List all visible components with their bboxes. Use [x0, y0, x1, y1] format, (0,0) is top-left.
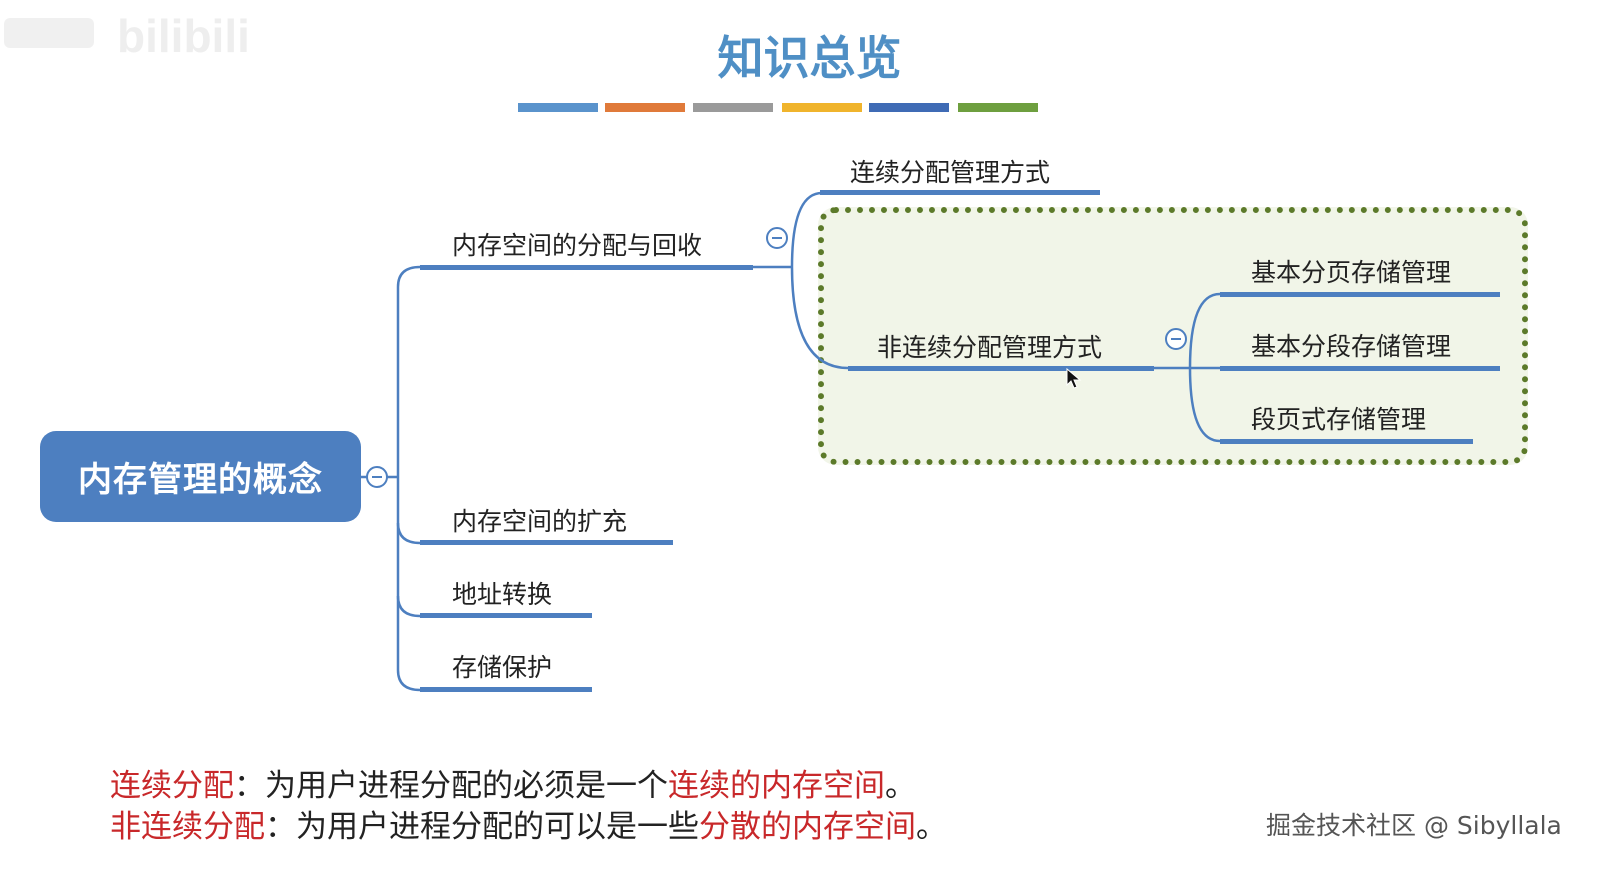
color-bar-5 [869, 103, 949, 112]
page-title: 知识总览 [717, 31, 902, 85]
color-bar-1 [518, 103, 598, 112]
branch-protect-label[interactable]: 存储保护 [452, 653, 553, 682]
node-segment-underline [1220, 366, 1500, 371]
color-bar-6 [958, 103, 1038, 112]
collapse-icon[interactable] [366, 466, 388, 488]
node-segpage-label[interactable]: 段页式存储管理 [1251, 405, 1427, 434]
note-emphasis: 分散的内存空间 [699, 809, 916, 845]
branch-addr-underline [420, 613, 592, 618]
watermark: 掘金技术社区 @ Sibyllala [1266, 811, 1562, 840]
note-end: 。 [885, 768, 916, 804]
node-contiguous-underline [820, 190, 1100, 195]
note-term: 非连续分配 [110, 809, 265, 845]
note-colon: ： [234, 768, 265, 804]
note-text: 为用户进程分配的必须是一个 [265, 768, 668, 804]
root-node[interactable]: 内存管理的概念 [40, 431, 361, 522]
branch-addr-label[interactable]: 地址转换 [452, 580, 553, 609]
color-bar-3 [693, 103, 773, 112]
color-bar-2 [605, 103, 685, 112]
note-text: 为用户进程分配的可以是一些 [296, 809, 699, 845]
note-end: 。 [916, 809, 947, 845]
branch-expand-label[interactable]: 内存空间的扩充 [452, 507, 628, 536]
note-colon: ： [265, 809, 296, 845]
svg-text:bilibili: bilibili [117, 10, 250, 62]
node-segpage-underline [1220, 439, 1473, 444]
branch-alloc-underline [420, 265, 753, 270]
node-noncontiguous-label[interactable]: 非连续分配管理方式 [877, 333, 1103, 362]
collapse-icon[interactable] [1165, 328, 1187, 350]
cursor-icon [1066, 368, 1082, 389]
branch-protect-underline [420, 687, 592, 692]
note-emphasis: 连续的内存空间 [668, 768, 885, 804]
node-noncontiguous-underline [848, 366, 1154, 371]
bilibili-logo: bilibili [4, 10, 250, 62]
node-contiguous-label[interactable]: 连续分配管理方式 [850, 158, 1051, 187]
node-segment-label[interactable]: 基本分段存储管理 [1251, 332, 1452, 361]
branch-expand-underline [420, 540, 673, 545]
branch-alloc-label[interactable]: 内存空间的分配与回收 [452, 231, 703, 260]
color-bar-4 [782, 103, 862, 112]
collapse-icon[interactable] [766, 227, 788, 249]
note-noncontiguous: 非连续分配：为用户进程分配的可以是一些分散的内存空间。 [110, 801, 947, 846]
node-paging-underline [1220, 292, 1500, 297]
note-term: 连续分配 [110, 768, 234, 804]
note-contiguous: 连续分配：为用户进程分配的必须是一个连续的内存空间。 [110, 760, 916, 805]
node-paging-label[interactable]: 基本分页存储管理 [1251, 258, 1452, 287]
